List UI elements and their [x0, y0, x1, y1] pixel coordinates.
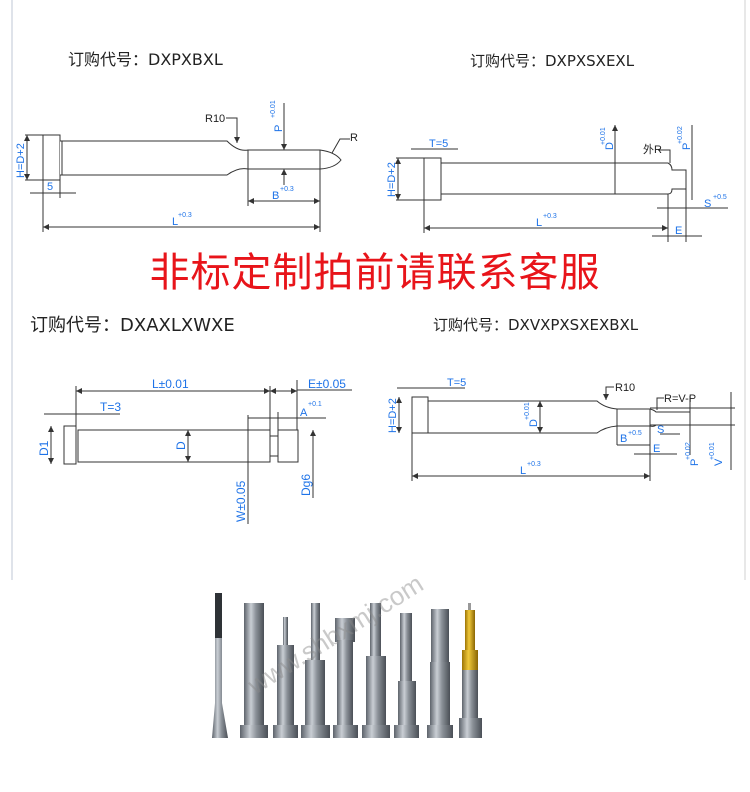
- label-v: V: [713, 458, 725, 466]
- label-e: E: [653, 443, 660, 455]
- label-p-tol: +0.01: [270, 100, 277, 118]
- order-code-4: 订购代号：DXVXPXSXEXBXL: [433, 316, 639, 334]
- pin-8: [427, 609, 453, 738]
- label-l-tol: +0.3: [543, 213, 557, 220]
- label-t: T=5: [429, 138, 448, 150]
- label-s: S: [657, 424, 664, 436]
- order-code-2: 订购代号：DXPXSXEXL: [470, 52, 635, 70]
- label-h: H=D+2: [15, 143, 27, 178]
- label-e: E: [675, 225, 682, 237]
- headline-contact-notice: 非标定制拍前请联系客服: [149, 250, 601, 296]
- label-r10: R10: [615, 382, 635, 394]
- label-d-tol: +0.01: [600, 127, 607, 145]
- order-code-1: 订购代号：DXPXBXL: [68, 50, 223, 69]
- label-b: B: [620, 433, 627, 445]
- label-dg6: Dg6: [299, 474, 313, 496]
- label-a-tol: +0.1: [308, 401, 322, 408]
- label-l: L: [536, 217, 542, 229]
- label-outer-r: 外R: [643, 143, 662, 156]
- label-h: H=D+2: [386, 162, 398, 197]
- pin-3: [273, 617, 298, 738]
- label-s: S: [704, 198, 711, 210]
- label-w: W±0.05: [234, 480, 248, 522]
- label-p: P: [273, 125, 285, 132]
- label-l: L±0.01: [152, 377, 189, 391]
- label-t: T=5: [447, 377, 466, 389]
- label-r10: R10: [205, 113, 225, 125]
- label-p-tol: +0.02: [677, 126, 684, 144]
- label-p-tol: +0.02: [685, 442, 692, 460]
- label-d: D: [528, 419, 540, 427]
- pin-6: [362, 603, 390, 738]
- label-d: D: [174, 441, 188, 450]
- pin-7: [394, 613, 419, 738]
- label-l-tol: +0.3: [527, 461, 541, 468]
- label-p: P: [681, 143, 693, 150]
- label-b-tol: +0.5: [628, 430, 642, 437]
- drawing-dxpxbxl: H=D+2 5 R10 P +0.01 R B +0.3 L +0.3: [15, 100, 358, 232]
- order-code-3: 订购代号：DXAXLXWXE: [30, 315, 235, 336]
- label-b: B: [272, 190, 279, 202]
- label-e: E±0.05: [308, 377, 346, 391]
- pin-9: [459, 603, 482, 738]
- drawing-dxvxpxsxexbxl: T=5 R10 R=V-P H=D+2 D +0.01 B +0.5 S E P…: [387, 377, 735, 481]
- label-d-tol: +0.01: [524, 402, 531, 420]
- label-t: T=3: [100, 400, 121, 414]
- drawing-dxpxsxexl: T=5 H=D+2 D +0.01 外R P +0.02 S +0.5 L +0…: [386, 125, 728, 242]
- label-d1: D1: [37, 440, 51, 456]
- label-l: L: [520, 465, 526, 477]
- pin-4: [301, 603, 330, 738]
- label-r: R: [350, 132, 358, 144]
- label-h: H=D+2: [387, 398, 399, 433]
- label-s-tol: +0.5: [713, 194, 727, 201]
- diagram-frame: [11, 0, 746, 580]
- label-d: D: [604, 142, 616, 150]
- product-photo-punch-pins: www.shbxmj.com: [212, 568, 482, 738]
- label-head-5: 5: [47, 181, 53, 193]
- label-l-tol: +0.3: [178, 212, 192, 219]
- label-v-tol: +0.01: [709, 442, 716, 460]
- label-a: A: [300, 407, 308, 419]
- label-rvp: R=V-P: [664, 393, 696, 405]
- drawing-dxaxlxwxe: L±0.01 E±0.05 T=3 A +0.1 D1 D W±0.05 Dg6: [37, 377, 352, 524]
- pin-2: [240, 603, 268, 738]
- label-b-tol: +0.3: [280, 186, 294, 193]
- label-p: P: [689, 459, 701, 466]
- label-l: L: [172, 216, 178, 228]
- pin-5: [333, 618, 358, 738]
